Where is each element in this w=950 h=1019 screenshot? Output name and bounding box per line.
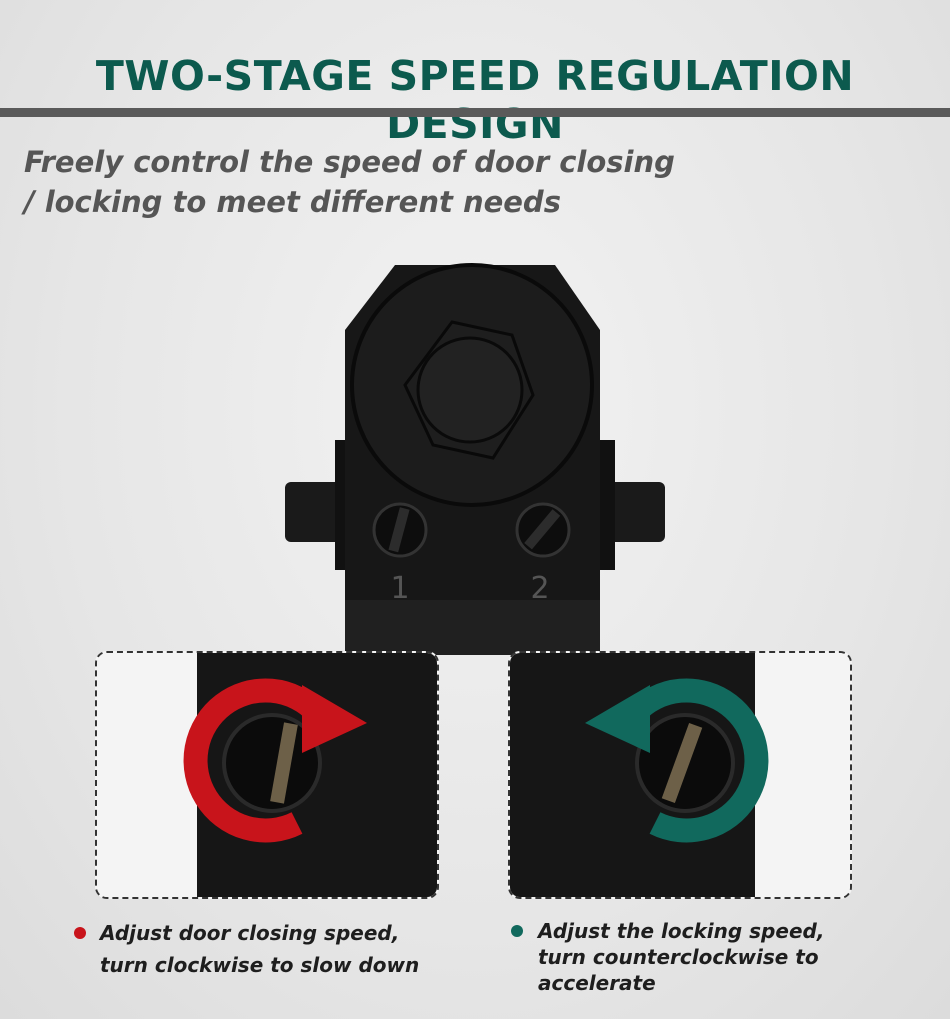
callout-closing-speed: Adjust door closing speed, turn clockwis… [100,920,419,978]
teal-bullet-icon [511,925,523,937]
arrow-head [302,685,367,753]
valve-screw-1 [372,502,428,558]
callout-text: Adjust the locking speed, [538,919,825,943]
valve-2-label: 2 [530,571,549,606]
subtitle-line-1: Freely control the speed of door closing [24,145,675,179]
subtitle-line-2: / locking to meet different needs [24,185,561,219]
subtitle: Freely control the speed of door closing… [24,142,675,222]
closeup-valve-2 [508,651,852,899]
title-divider [0,108,950,117]
valve-screw-2 [515,502,571,558]
closeup-valve-1 [95,651,439,899]
red-bullet-icon [74,927,86,939]
callout-text: turn counterclockwise to [538,945,819,969]
arrow-head [585,685,650,753]
counterclockwise-arrow-icon [626,678,769,843]
clockwise-arrow-icon [183,678,326,843]
valve-1-label: 1 [390,571,409,606]
callout-text: Adjust door closing speed, [100,921,400,945]
callout-locking-speed: Adjust the locking speed, turn countercl… [538,918,824,996]
callout-text: turn clockwise to slow down [100,953,420,977]
callout-text: accelerate [538,971,656,995]
